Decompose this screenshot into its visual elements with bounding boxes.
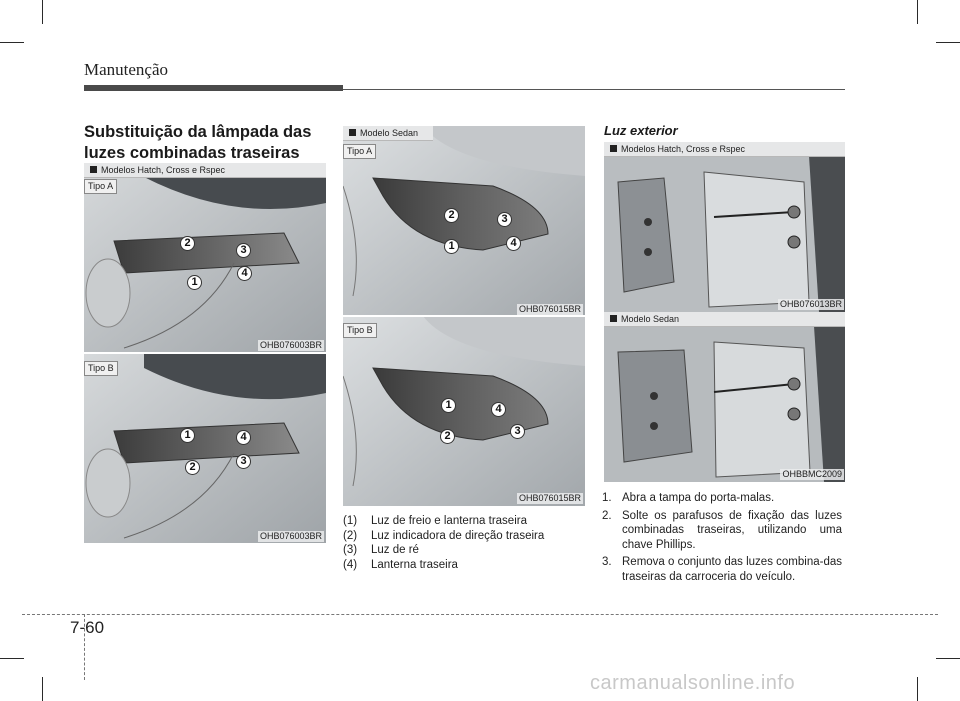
callout-1: 1 xyxy=(180,428,195,443)
legend-item: (4)Lanterna traseira xyxy=(343,558,458,571)
procedure-steps: 1.Abra a tampa do porta-malas. 2.Solte o… xyxy=(602,491,842,587)
square-bullet-icon xyxy=(90,166,97,173)
callout-4: 4 xyxy=(506,236,521,251)
square-bullet-icon xyxy=(349,129,356,136)
callout-2: 2 xyxy=(180,236,195,251)
callout-1: 1 xyxy=(441,398,456,413)
footer-divider xyxy=(84,614,85,680)
crop-mark xyxy=(917,677,918,701)
section-title: Substituição da lâmpada das luzes combin… xyxy=(84,123,312,162)
callout-3: 3 xyxy=(497,212,512,227)
figure-code: OHB076013BR xyxy=(777,299,844,310)
callout-4: 4 xyxy=(237,266,252,281)
callout-1: 1 xyxy=(187,275,202,290)
hatch-lamp-illustration: Modelos Hatch, Cross e Rspec Tipo A 2 3 … xyxy=(84,163,326,543)
crop-mark xyxy=(42,0,43,24)
square-bullet-icon xyxy=(610,145,617,152)
type-a-label: Tipo A xyxy=(343,144,377,159)
type-b-label: Tipo B xyxy=(343,323,377,338)
crop-mark xyxy=(42,677,43,701)
callout-3: 3 xyxy=(510,424,525,439)
callout-legend: (1)Luz de freio e lanterna traseira (2)L… xyxy=(343,514,583,572)
sedan-caption: Modelo Sedan xyxy=(343,126,433,141)
step-item: 1.Abra a tampa do porta-malas. xyxy=(602,492,775,504)
callout-3: 3 xyxy=(236,454,251,469)
hatch-screw-illustration: Modelos Hatch, Cross e Rspec OHB076013BR xyxy=(604,142,845,312)
square-bullet-icon xyxy=(610,315,617,322)
callout-2: 2 xyxy=(185,460,200,475)
crop-mark xyxy=(0,42,24,43)
type-b-label: Tipo B xyxy=(84,361,118,376)
header-rule xyxy=(343,89,845,90)
crop-mark xyxy=(936,42,960,43)
hatch-caption: Modelos Hatch, Cross e Rspec xyxy=(84,163,326,178)
hatch-caption: Modelos Hatch, Cross e Rspec xyxy=(604,142,845,157)
sedan-screw-illustration: Modelo Sedan OHBBMC2009 xyxy=(604,312,845,482)
legend-item: (3)Luz de ré xyxy=(343,544,419,556)
callout-3: 3 xyxy=(236,243,251,258)
callout-2: 2 xyxy=(444,208,459,223)
figure-code: OHB076003BR xyxy=(257,531,324,542)
crop-mark xyxy=(917,0,918,24)
figure-code: OHB076015BR xyxy=(516,493,583,504)
type-a-label: Tipo A xyxy=(84,179,118,194)
legend-item: (2)Luz indicadora de direção traseira xyxy=(343,529,545,542)
footer-rule xyxy=(22,614,938,615)
callout-2: 2 xyxy=(440,429,455,444)
sedan-lamp-illustration: Modelo Sedan Tipo A 2 3 1 4 OHB076015BR … xyxy=(343,126,585,506)
sedan-caption: Modelo Sedan xyxy=(604,312,845,327)
legend-item: (1)Luz de freio e lanterna traseira xyxy=(343,515,527,527)
step-item: 3.Remova o conjunto das luzes combina-da… xyxy=(602,556,842,583)
figure-code: OHB076015BR xyxy=(516,304,583,315)
callout-4: 4 xyxy=(236,430,251,445)
step-item: 2.Solte os parafusos de fixação das luze… xyxy=(602,509,842,551)
page-number: 7-60 xyxy=(70,618,105,637)
figure-code: OHB076003BR xyxy=(257,340,324,351)
watermark: carmanualsonline.info xyxy=(590,672,796,694)
exterior-title: Luz exterior xyxy=(604,123,678,138)
header-bar xyxy=(84,85,343,91)
crop-mark xyxy=(936,658,960,659)
callout-1: 1 xyxy=(444,239,459,254)
figure-code: OHBBMC2009 xyxy=(780,469,844,480)
chapter-title: Manutenção xyxy=(84,60,169,79)
crop-mark xyxy=(0,658,24,659)
callout-4: 4 xyxy=(491,402,506,417)
